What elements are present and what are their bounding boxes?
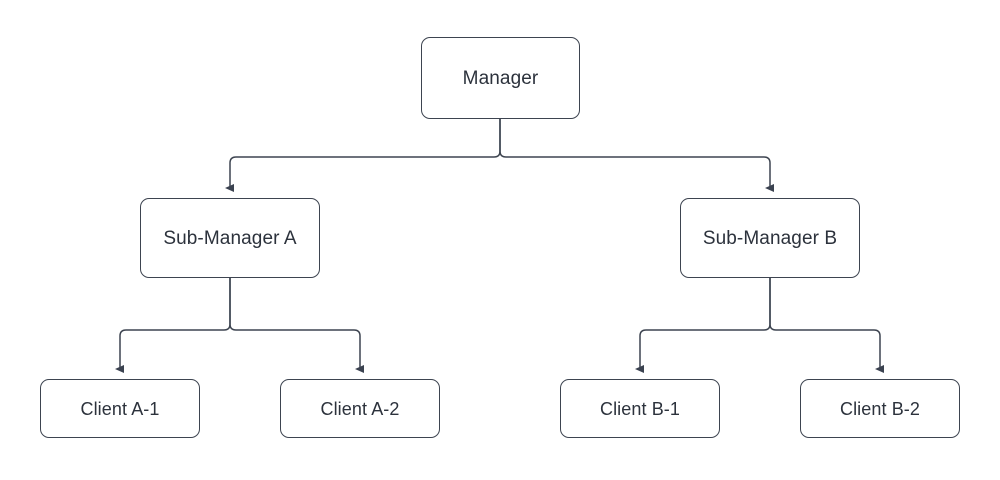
node-client-a2-label: Client A-2 [320, 398, 400, 419]
node-sub-manager-b-label: Sub-Manager B [702, 227, 838, 249]
edge-manager-to-sub-manager-a [225, 119, 501, 192]
edge-manager-to-sub-manager-b [499, 119, 774, 192]
node-sub-manager-a-label: Sub-Manager A [163, 227, 297, 249]
edge-sub-manager-b-to-client-b2 [769, 278, 884, 373]
node-client-b1[interactable]: Client B-1 [560, 379, 720, 438]
edge-sub-manager-a-to-client-a2 [229, 278, 364, 373]
node-sub-manager-a[interactable]: Sub-Manager A [140, 198, 320, 278]
node-manager[interactable]: Manager [421, 37, 580, 119]
node-client-b1-label: Client B-1 [599, 398, 681, 419]
node-client-b2-label: Client B-2 [839, 398, 921, 419]
node-client-a1[interactable]: Client A-1 [40, 379, 200, 438]
node-sub-manager-b[interactable]: Sub-Manager B [680, 198, 860, 278]
edge-sub-manager-b-to-client-b1 [635, 278, 771, 373]
node-client-b2[interactable]: Client B-2 [800, 379, 960, 438]
edge-sub-manager-a-to-client-a1 [115, 278, 231, 373]
node-client-a1-label: Client A-1 [80, 398, 160, 419]
node-manager-label: Manager [462, 67, 539, 89]
node-client-a2[interactable]: Client A-2 [280, 379, 440, 438]
